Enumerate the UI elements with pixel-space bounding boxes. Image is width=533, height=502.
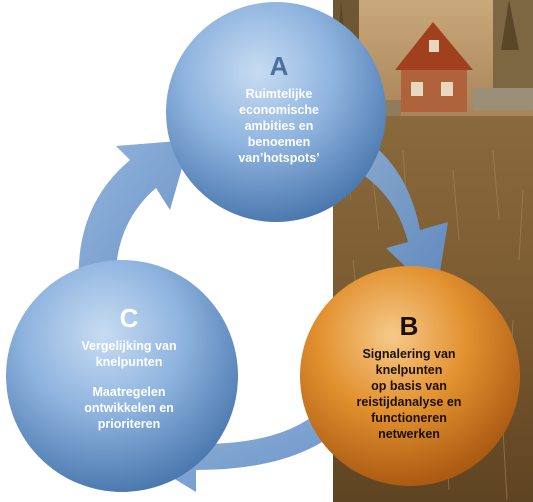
circle-c-line: Vergelijking van [81,339,177,353]
circle-b-line: functioneren [371,411,447,425]
circle-c-line: knelpunten [95,355,163,369]
circle-b-line: op basis van [371,379,447,393]
circle-a-line: van’hotspots’ [238,151,320,165]
circle-b-line: Signalering van [362,347,456,361]
circle-b-line: netwerken [378,427,440,441]
circle-b-line: knelpunten [375,363,443,377]
circle-a-line: ambities en [244,119,314,133]
circle-c-text: C Vergelijking van knelpunten Maatregele… [47,304,211,432]
circle-a [166,2,386,222]
circle-a-text: A Ruimtelijke economische ambities en be… [204,52,354,166]
circle-b-line: reistijdanalyse en [356,395,462,409]
house [395,22,473,112]
circle-c-letter: C [119,303,139,333]
circle-a-line: Ruimtelijke [245,87,313,101]
circle-c-gap [47,370,211,384]
circle-c-line: prioriteren [97,417,161,431]
circle-b-text: B Signalering van knelpunten op basis va… [326,312,492,442]
arrow-c-to-a [78,140,190,300]
circle-c [6,260,238,492]
circle-b-letter: B [399,311,419,341]
circle-a-line: benoemen [247,135,311,149]
circle-c-line: Maatregelen [92,385,166,399]
circle-a-line: economische [239,103,319,117]
circle-b [300,266,520,486]
circle-a-letter: A [269,51,289,81]
circle-c-line: ontwikkelen en [84,401,174,415]
